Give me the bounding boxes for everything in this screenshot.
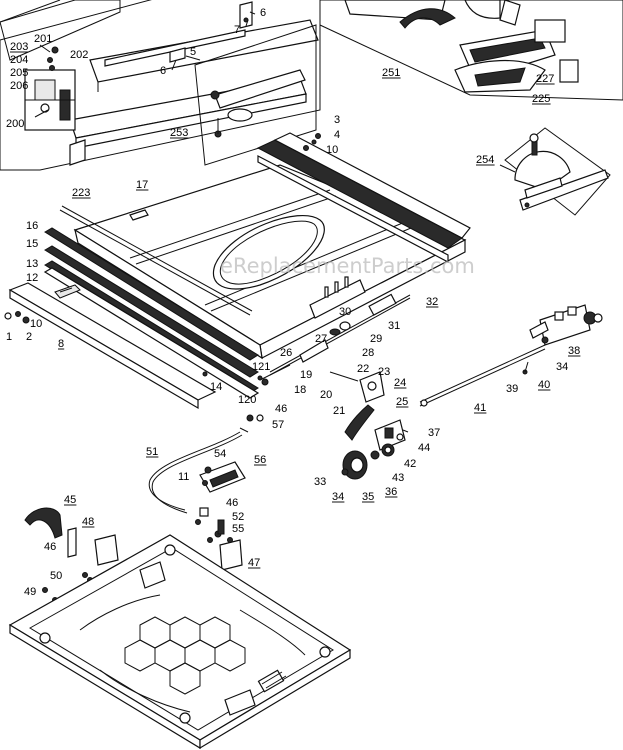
callout-label-19: 19	[300, 369, 312, 381]
callout-label-204: 204	[10, 54, 28, 66]
callout-label-20: 20	[320, 389, 332, 401]
callout-label-6: 6	[260, 7, 266, 19]
callout-label-227: 227	[536, 73, 554, 85]
part-17-table-top	[59, 164, 467, 360]
right-rail	[256, 132, 471, 263]
callout-label-33: 33	[314, 476, 326, 488]
callout-label-38: 38	[568, 345, 580, 357]
callout-label-35: 35	[362, 491, 374, 503]
callout-label-121: 121	[252, 361, 270, 373]
callout-label-55: 55	[232, 523, 244, 535]
base-honeycomb	[124, 616, 246, 695]
callout-label-13: 13	[26, 258, 38, 270]
callout-label-10: 10	[326, 144, 338, 156]
callout-label-251: 251	[382, 67, 400, 79]
callout-label-40: 40	[538, 379, 550, 391]
callout-label-24: 24	[394, 377, 406, 389]
callout-label-14: 14	[210, 381, 222, 393]
part-253-panel	[194, 24, 317, 166]
callout-label-46: 46	[226, 497, 238, 509]
callout-label-46: 46	[275, 403, 287, 415]
switch-cable-assembly	[148, 431, 246, 538]
callout-label-44: 44	[418, 442, 430, 454]
callout-label-47: 47	[248, 557, 260, 569]
callout-label-46: 46	[44, 541, 56, 553]
callout-label-34: 34	[332, 491, 344, 503]
callout-label-36: 36	[385, 486, 397, 498]
callout-label-52: 52	[232, 511, 244, 523]
callout-label-50: 50	[50, 570, 62, 582]
callout-label-7: 7	[234, 24, 240, 36]
callout-label-15: 15	[26, 238, 38, 250]
callout-label-10: 10	[30, 318, 42, 330]
callout-label-42: 42	[404, 458, 416, 470]
callout-label-48: 48	[82, 516, 94, 528]
callout-label-253: 253	[170, 127, 188, 139]
watermark-text: eReplacementParts.com	[220, 254, 475, 278]
elevation-rod-assembly	[239, 293, 411, 441]
callout-label-1: 1	[6, 331, 12, 343]
callout-label-28: 28	[362, 347, 374, 359]
leaders-top-left	[34, 11, 256, 118]
base-frame	[8, 534, 352, 750]
callout-label-6: 6	[160, 65, 166, 77]
callout-label-56: 56	[254, 454, 266, 466]
callout-label-17: 17	[136, 179, 148, 191]
callout-label-54: 54	[214, 448, 226, 460]
callout-label-30: 30	[339, 306, 351, 318]
callout-label-57: 57	[272, 419, 284, 431]
callout-label-202: 202	[70, 49, 88, 61]
callout-label-8: 8	[58, 338, 64, 350]
callout-label-43: 43	[392, 472, 404, 484]
callout-label-25: 25	[396, 396, 408, 408]
callout-label-16: 16	[26, 220, 38, 232]
callout-label-31: 31	[388, 320, 400, 332]
callout-label-223: 223	[72, 187, 90, 199]
callout-label-4: 4	[334, 129, 340, 141]
part-251-guard-assembly	[319, 0, 623, 101]
callout-label-21: 21	[333, 405, 345, 417]
callout-label-225: 225	[532, 93, 550, 105]
callout-label-29: 29	[370, 333, 382, 345]
callout-label-201: 201	[34, 33, 52, 45]
callout-label-18: 18	[294, 384, 306, 396]
callout-label-37: 37	[428, 427, 440, 439]
callout-label-49: 49	[24, 586, 36, 598]
callout-label-41: 41	[474, 402, 486, 414]
callout-label-26: 26	[280, 347, 292, 359]
callout-label-120: 120	[238, 394, 256, 406]
callout-label-27: 27	[315, 333, 327, 345]
callout-label-45: 45	[64, 494, 76, 506]
callout-label-32: 32	[426, 296, 438, 308]
callout-label-39: 39	[506, 383, 518, 395]
callout-label-34: 34	[556, 361, 568, 373]
callout-label-2: 2	[26, 331, 32, 343]
callout-label-203: 203	[10, 41, 28, 53]
callout-label-5: 5	[190, 46, 196, 58]
callout-label-12: 12	[26, 272, 38, 284]
callout-label-254: 254	[476, 154, 494, 166]
part-254-miter-gauge	[499, 127, 611, 216]
callout-label-205: 205	[10, 67, 28, 79]
callout-label-51: 51	[146, 446, 158, 458]
callout-label-11: 11	[178, 471, 189, 483]
front-rails	[4, 227, 260, 410]
handwheel-assembly	[341, 419, 409, 480]
callout-label-206: 206	[10, 80, 28, 92]
callout-label-22: 22	[357, 363, 369, 375]
callout-label-23: 23	[378, 366, 390, 378]
callout-label-200: 200	[6, 118, 24, 130]
bevel-shaft-assembly	[419, 304, 603, 407]
callout-label-3: 3	[334, 114, 340, 126]
